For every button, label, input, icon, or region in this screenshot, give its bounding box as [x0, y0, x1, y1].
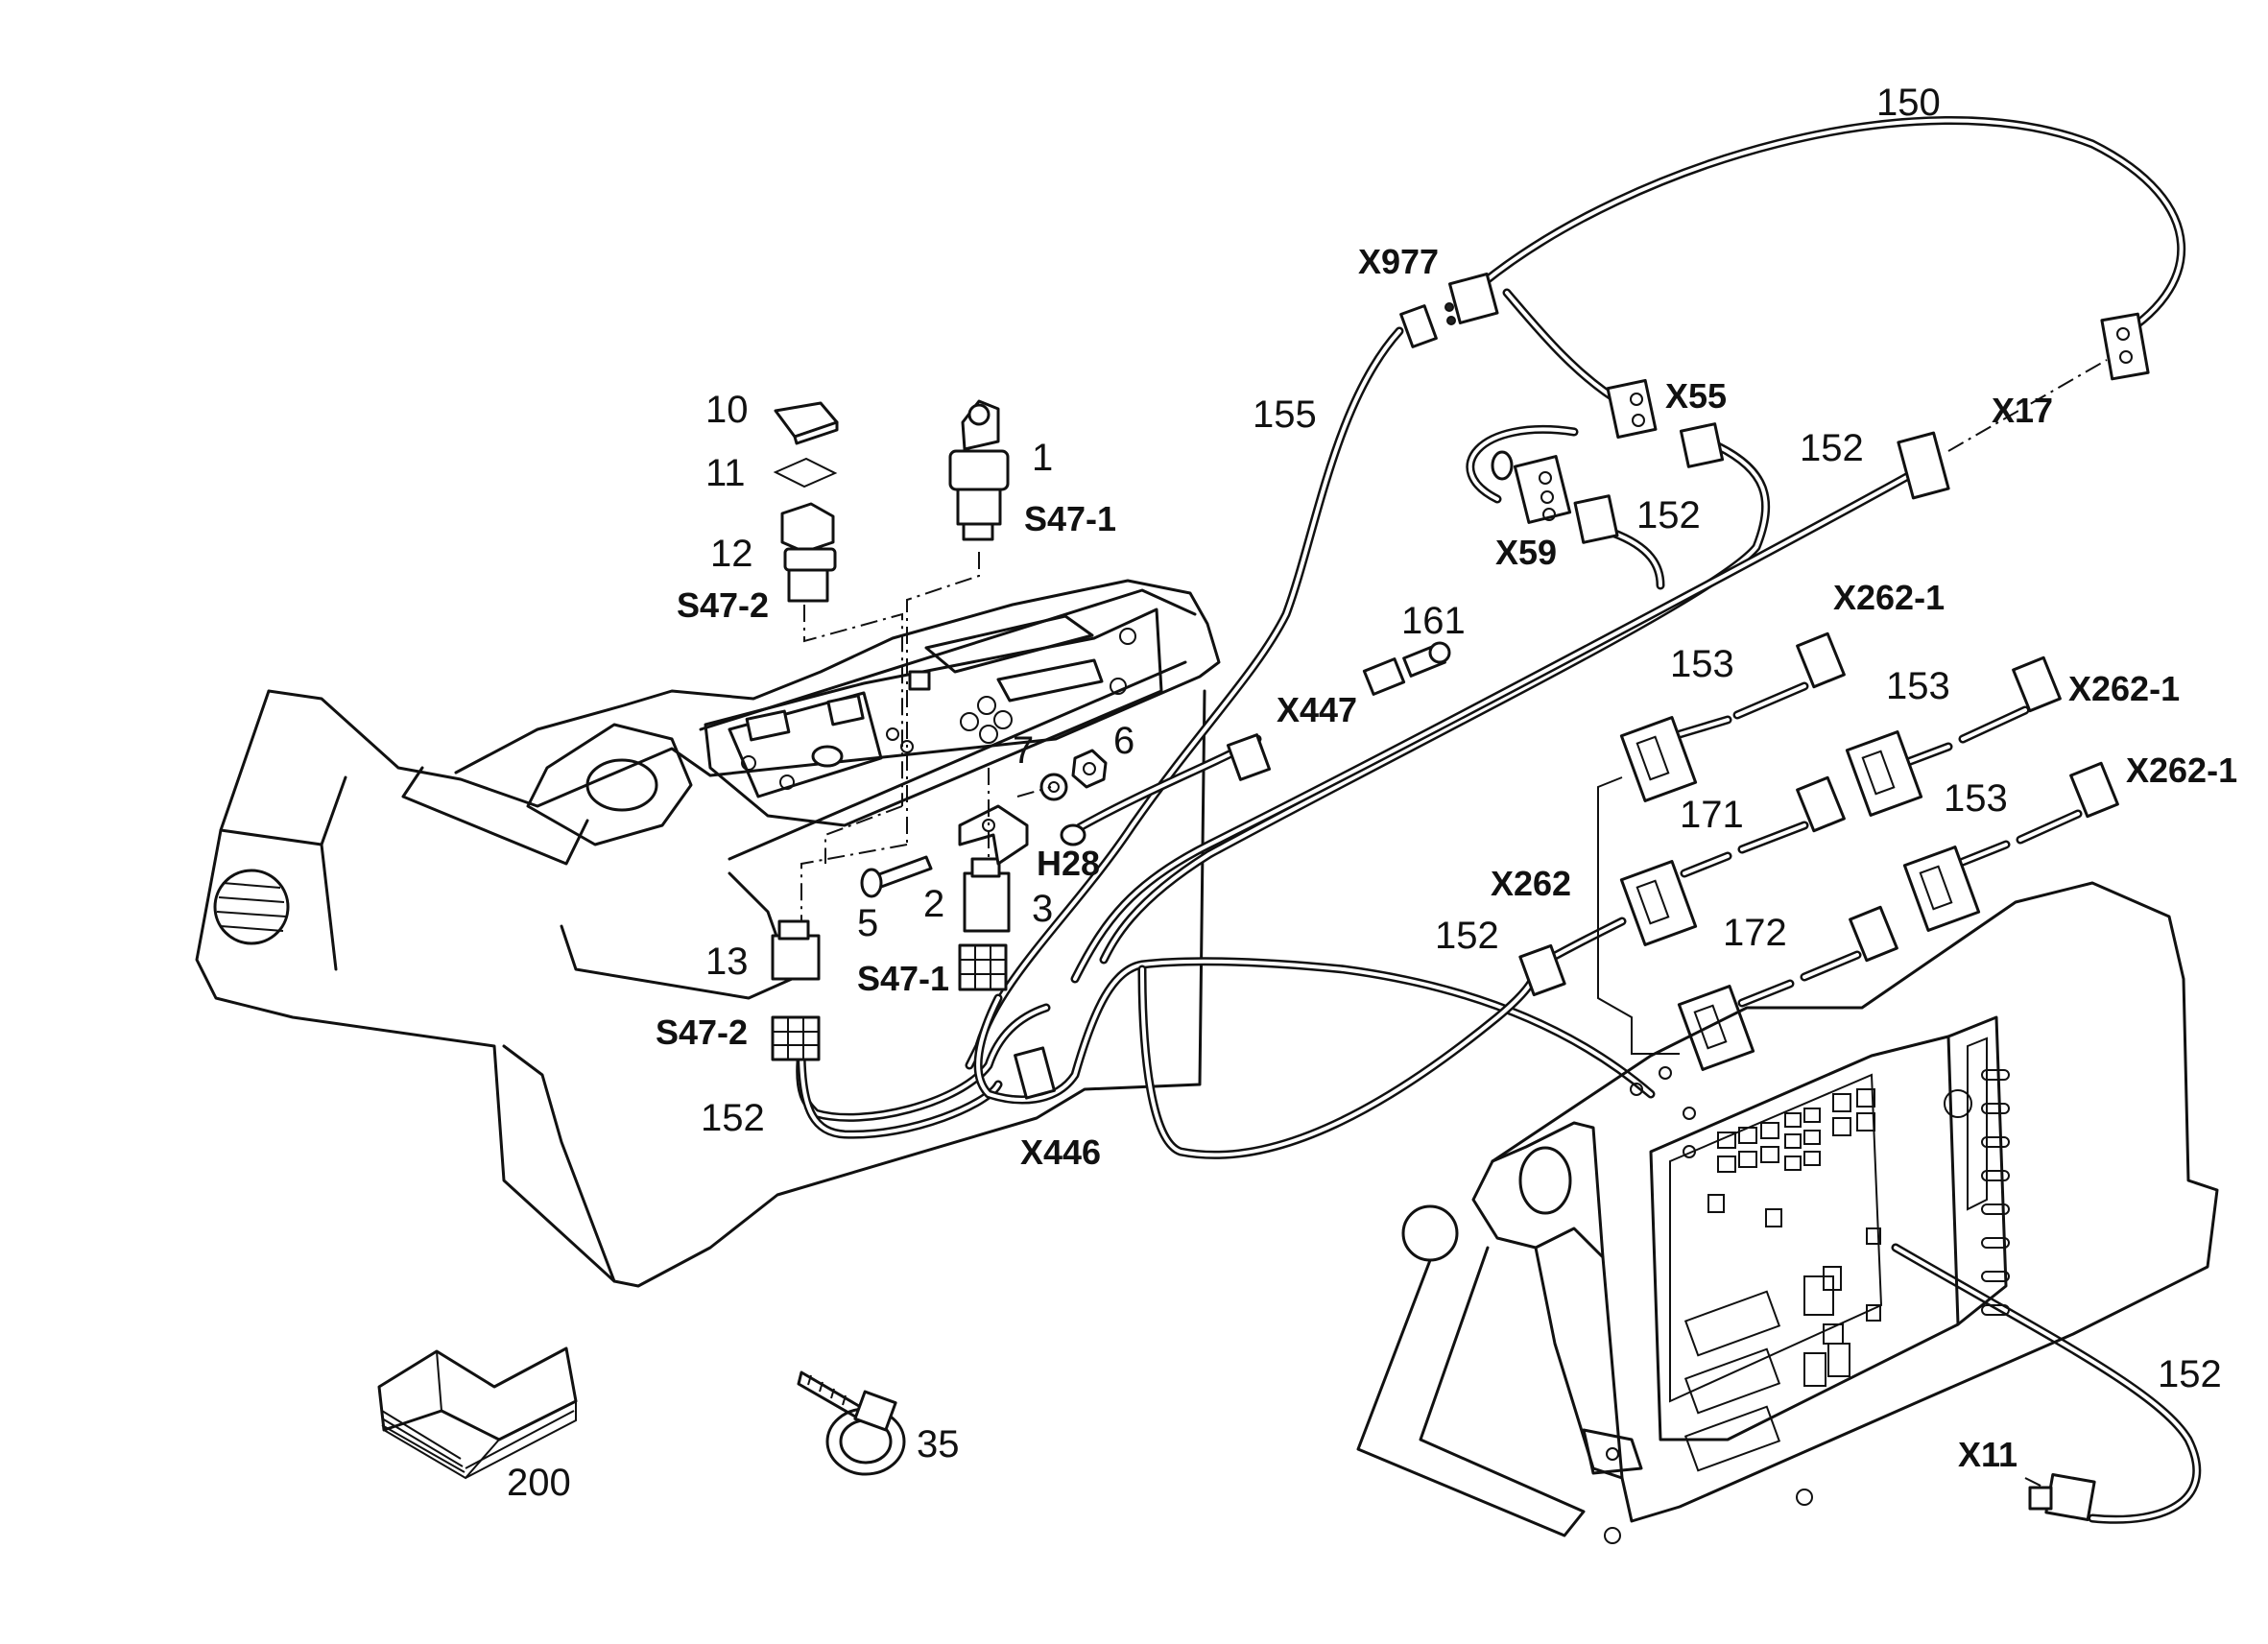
label-152-x17: 152 — [1800, 427, 1864, 469]
label-s47-2-bottom: S47-2 — [656, 1013, 748, 1052]
label-35: 35 — [917, 1423, 960, 1465]
cable-tie — [797, 1370, 906, 1476]
label-153-c: 153 — [1944, 777, 2008, 820]
label-152-x59: 152 — [1636, 494, 1701, 536]
label-x447: X447 — [1277, 690, 1357, 729]
label-x262-1-a: X262-1 — [1833, 578, 1945, 617]
label-150: 150 — [1876, 82, 1941, 124]
label-152-x262: 152 — [1435, 915, 1499, 957]
connector-x59 — [1491, 450, 1619, 544]
label-200: 200 — [507, 1462, 571, 1504]
connector-large-plugs — [1619, 716, 1981, 1071]
label-6: 6 — [1113, 720, 1134, 762]
label-155: 155 — [1253, 393, 1317, 436]
label-7: 7 — [1013, 729, 1034, 772]
switch-parts — [771, 399, 1108, 981]
labels: 150 X977 X55 X17 155 152 152 X59 10 11 1… — [507, 82, 2237, 1504]
label-s47-2-top: S47-2 — [677, 585, 769, 625]
label-2: 2 — [923, 883, 944, 925]
label-x977: X977 — [1358, 242, 1439, 281]
label-x446: X446 — [1020, 1132, 1101, 1172]
connector-x977 — [1399, 273, 1499, 348]
label-153-b: 153 — [1886, 665, 1950, 707]
connectors — [771, 273, 2150, 1522]
label-x55: X55 — [1665, 376, 1727, 416]
label-11: 11 — [705, 452, 746, 494]
harness-wires — [796, 116, 2202, 1524]
label-13: 13 — [705, 941, 749, 983]
label-152-x11: 152 — [2158, 1353, 2222, 1395]
label-x262-1-b: X262-1 — [2068, 669, 2180, 708]
switch-blocks-bottom — [771, 943, 1008, 1061]
label-h28: H28 — [1037, 844, 1100, 883]
manual-booklet — [377, 1346, 578, 1480]
connector-x17 — [1897, 312, 2150, 500]
label-172: 172 — [1723, 912, 1787, 954]
connector-x447 — [1362, 641, 1451, 696]
label-x11: X11 — [1958, 1435, 2017, 1474]
label-x17: X17 — [1992, 391, 2053, 430]
label-x59: X59 — [1495, 533, 1557, 572]
console-housing — [195, 579, 1221, 1288]
connector-x262-1-set — [1796, 631, 2119, 963]
label-5: 5 — [857, 902, 878, 944]
connector-x55 — [1606, 378, 1725, 468]
label-s47-1-bottom: S47-1 — [857, 959, 949, 998]
label-12: 12 — [710, 533, 753, 575]
label-s47-1-top: S47-1 — [1024, 499, 1116, 538]
control-box — [1356, 881, 2219, 1544]
label-3: 3 — [1032, 888, 1053, 930]
label-153-a: 153 — [1670, 643, 1734, 685]
label-x262: X262 — [1491, 864, 1571, 903]
label-152-bottom: 152 — [701, 1097, 765, 1139]
label-10: 10 — [705, 389, 749, 431]
label-1: 1 — [1032, 437, 1053, 479]
label-x262-1-c: X262-1 — [2126, 751, 2237, 790]
label-161: 161 — [1401, 600, 1466, 642]
label-171: 171 — [1680, 794, 1744, 836]
